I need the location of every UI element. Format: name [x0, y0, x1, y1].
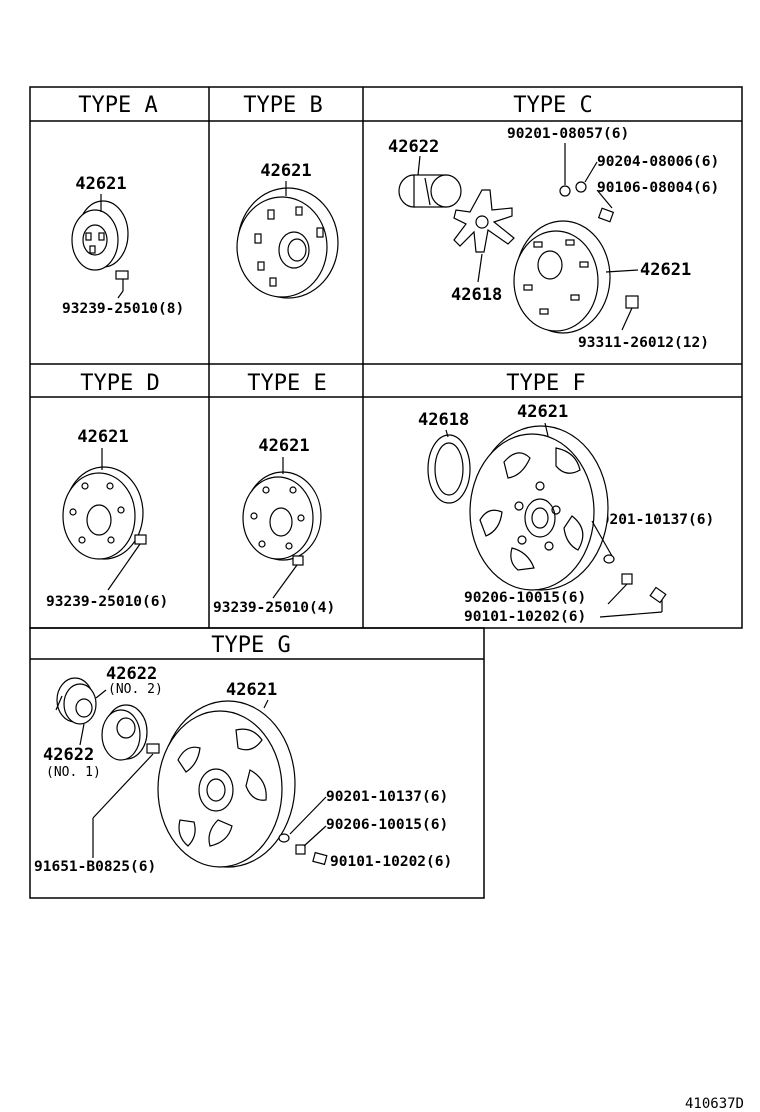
hub-cap-no1-part — [55, 677, 97, 725]
nut-part — [559, 181, 639, 309]
label-no2: (NO. 2) — [108, 682, 163, 697]
bolt-part — [146, 743, 160, 754]
nut-part — [603, 554, 667, 604]
label-93311-26012: 93311-26012(12) — [578, 335, 709, 351]
center-cap-part — [71, 200, 129, 271]
diagram-code: 410637D — [685, 1096, 744, 1112]
label-90201-10137: 90201-10137(6) — [592, 512, 714, 528]
label-90206-10015: 90206-10015(6) — [326, 817, 448, 833]
bolt-part — [272, 555, 304, 599]
label-93239-25010: 93239-25010(6) — [46, 594, 168, 610]
label-91651-B0825: 91651-B0825(6) — [34, 859, 156, 875]
label-93239-25010: 93239-25010(8) — [62, 301, 184, 317]
label-42621: 42621 — [517, 402, 568, 422]
adapter-plate-no2-part — [101, 704, 148, 761]
hub-cap-part — [62, 466, 144, 560]
bolt-part — [107, 534, 147, 591]
label-93239-25010: 93239-25010(4) — [213, 600, 335, 616]
panel-type-f: TYPE F 42618 42621 90201-10137(6) 90206-… — [418, 371, 714, 625]
label-90201-08057: 90201-08057(6) — [507, 126, 629, 142]
panel-type-d: TYPE D 42621 93239-25010(6) — [46, 371, 168, 610]
label-42621: 42621 — [258, 436, 309, 456]
type-g-title: TYPE G — [211, 633, 290, 658]
label-no1: (NO. 1) — [46, 765, 101, 780]
type-b-title: TYPE B — [243, 93, 322, 118]
label-42621: 42621 — [75, 174, 126, 194]
panel-type-g: TYPE G 42622 (NO. 2) 42621 42622 (NO. 1)… — [34, 633, 452, 875]
wheel-cover-part — [469, 425, 609, 591]
label-90101-10202: 90101-10202(6) — [464, 609, 586, 625]
label-90206-10015: 90206-10015(6) — [464, 590, 586, 606]
panel-type-c: TYPE C 42622 90201-08057(6) 90204-08006(… — [388, 93, 719, 351]
hub-cap-part — [242, 471, 322, 561]
label-42621: 42621 — [77, 427, 128, 447]
label-42622-no1: 42622 — [43, 745, 94, 765]
panel-type-a: TYPE A 42621 93239-25010(8) — [62, 93, 184, 317]
label-42621: 42621 — [260, 161, 311, 181]
panel-type-b: TYPE B 42621 — [236, 93, 339, 299]
wheel-cover-part — [513, 220, 611, 334]
label-42618: 42618 — [451, 285, 502, 305]
label-90101-10202: 90101-10202(6) — [330, 854, 452, 870]
type-c-title: TYPE C — [513, 93, 592, 118]
type-d-title: TYPE D — [80, 371, 159, 396]
label-42621: 42621 — [640, 260, 691, 280]
panel-type-e: TYPE E 42621 93239-25010(4) — [213, 371, 335, 616]
type-e-title: TYPE E — [247, 371, 326, 396]
label-90106-08004: 90106-08004(6) — [597, 180, 719, 196]
type-a-title: TYPE A — [78, 93, 157, 118]
panel-grid — [29, 86, 743, 899]
hub-cap-part — [398, 174, 462, 208]
label-42621: 42621 — [226, 680, 277, 700]
bolt-part — [115, 270, 129, 299]
label-42622-no2: 42622 — [106, 664, 157, 684]
type-f-title: TYPE F — [506, 371, 585, 396]
wheel-cover-part — [236, 187, 339, 299]
wheel-cover-part — [157, 700, 296, 868]
label-90204-08006: 90204-08006(6) — [597, 154, 719, 170]
label-42618: 42618 — [418, 410, 469, 430]
label-90201-10137: 90201-10137(6) — [326, 789, 448, 805]
spider-bracket-part — [453, 189, 515, 253]
gasket-ring-part — [427, 434, 471, 504]
label-42622: 42622 — [388, 137, 439, 157]
nut-part — [278, 833, 328, 866]
